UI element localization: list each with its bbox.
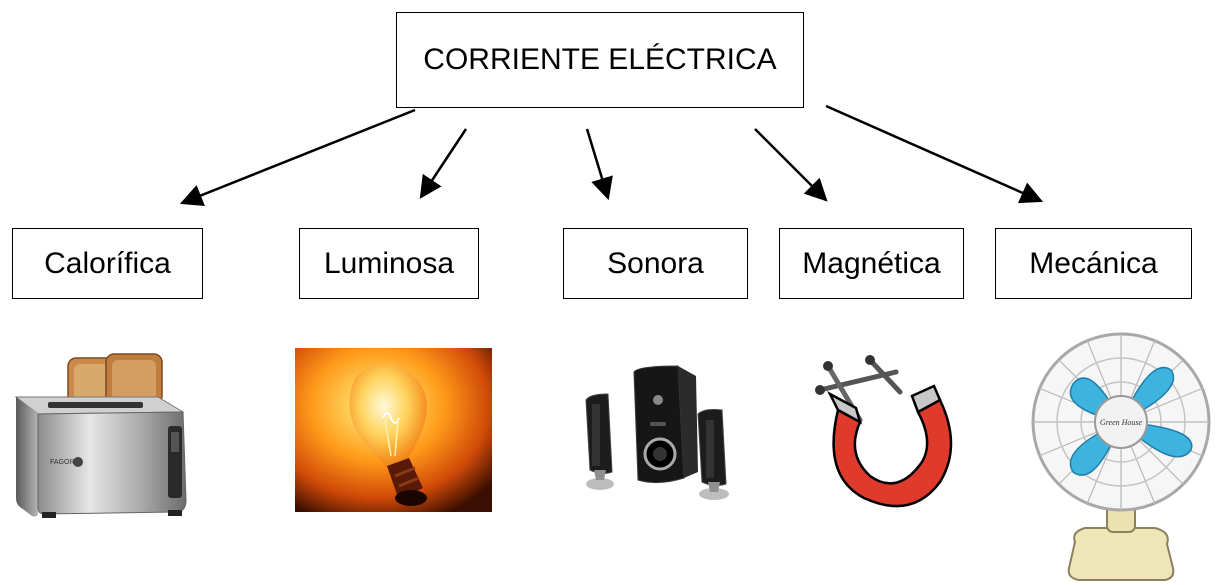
- category-label-sonora: Sonora: [607, 246, 704, 280]
- magnet-image: [815, 355, 953, 508]
- category-label-magnetica: Magnética: [802, 246, 941, 280]
- arrow-to-sonora: [585, 128, 613, 201]
- category-box-calorifica: Calorífica: [12, 228, 203, 299]
- speakers-image: [585, 365, 729, 500]
- category-label-luminosa: Luminosa: [323, 246, 455, 280]
- arrow-to-calorifica: [179, 108, 416, 206]
- toaster-brand: FAGOR: [50, 459, 75, 466]
- category-box-magnetica: Magnética: [779, 228, 964, 299]
- arrow-to-mecanica: [825, 104, 1044, 204]
- fan-brand: Green House: [1100, 418, 1143, 427]
- toaster-image: FAGOR: [14, 353, 187, 518]
- title-box: CORRIENTE ELÉCTRICA: [396, 12, 804, 108]
- title-text: CORRIENTE ELÉCTRICA: [423, 43, 777, 76]
- category-box-luminosa: Luminosa: [299, 228, 479, 299]
- category-label-calorifica: Calorífica: [44, 246, 171, 280]
- category-box-sonora: Sonora: [563, 228, 748, 299]
- arrow-to-luminosa: [419, 128, 468, 199]
- fan-image: Green House: [1031, 332, 1211, 581]
- light-bulb-image: [295, 348, 492, 512]
- arrow-to-magnetica: [754, 128, 828, 202]
- category-box-mecanica: Mecánica: [995, 228, 1192, 299]
- category-label-mecanica: Mecánica: [1029, 246, 1158, 280]
